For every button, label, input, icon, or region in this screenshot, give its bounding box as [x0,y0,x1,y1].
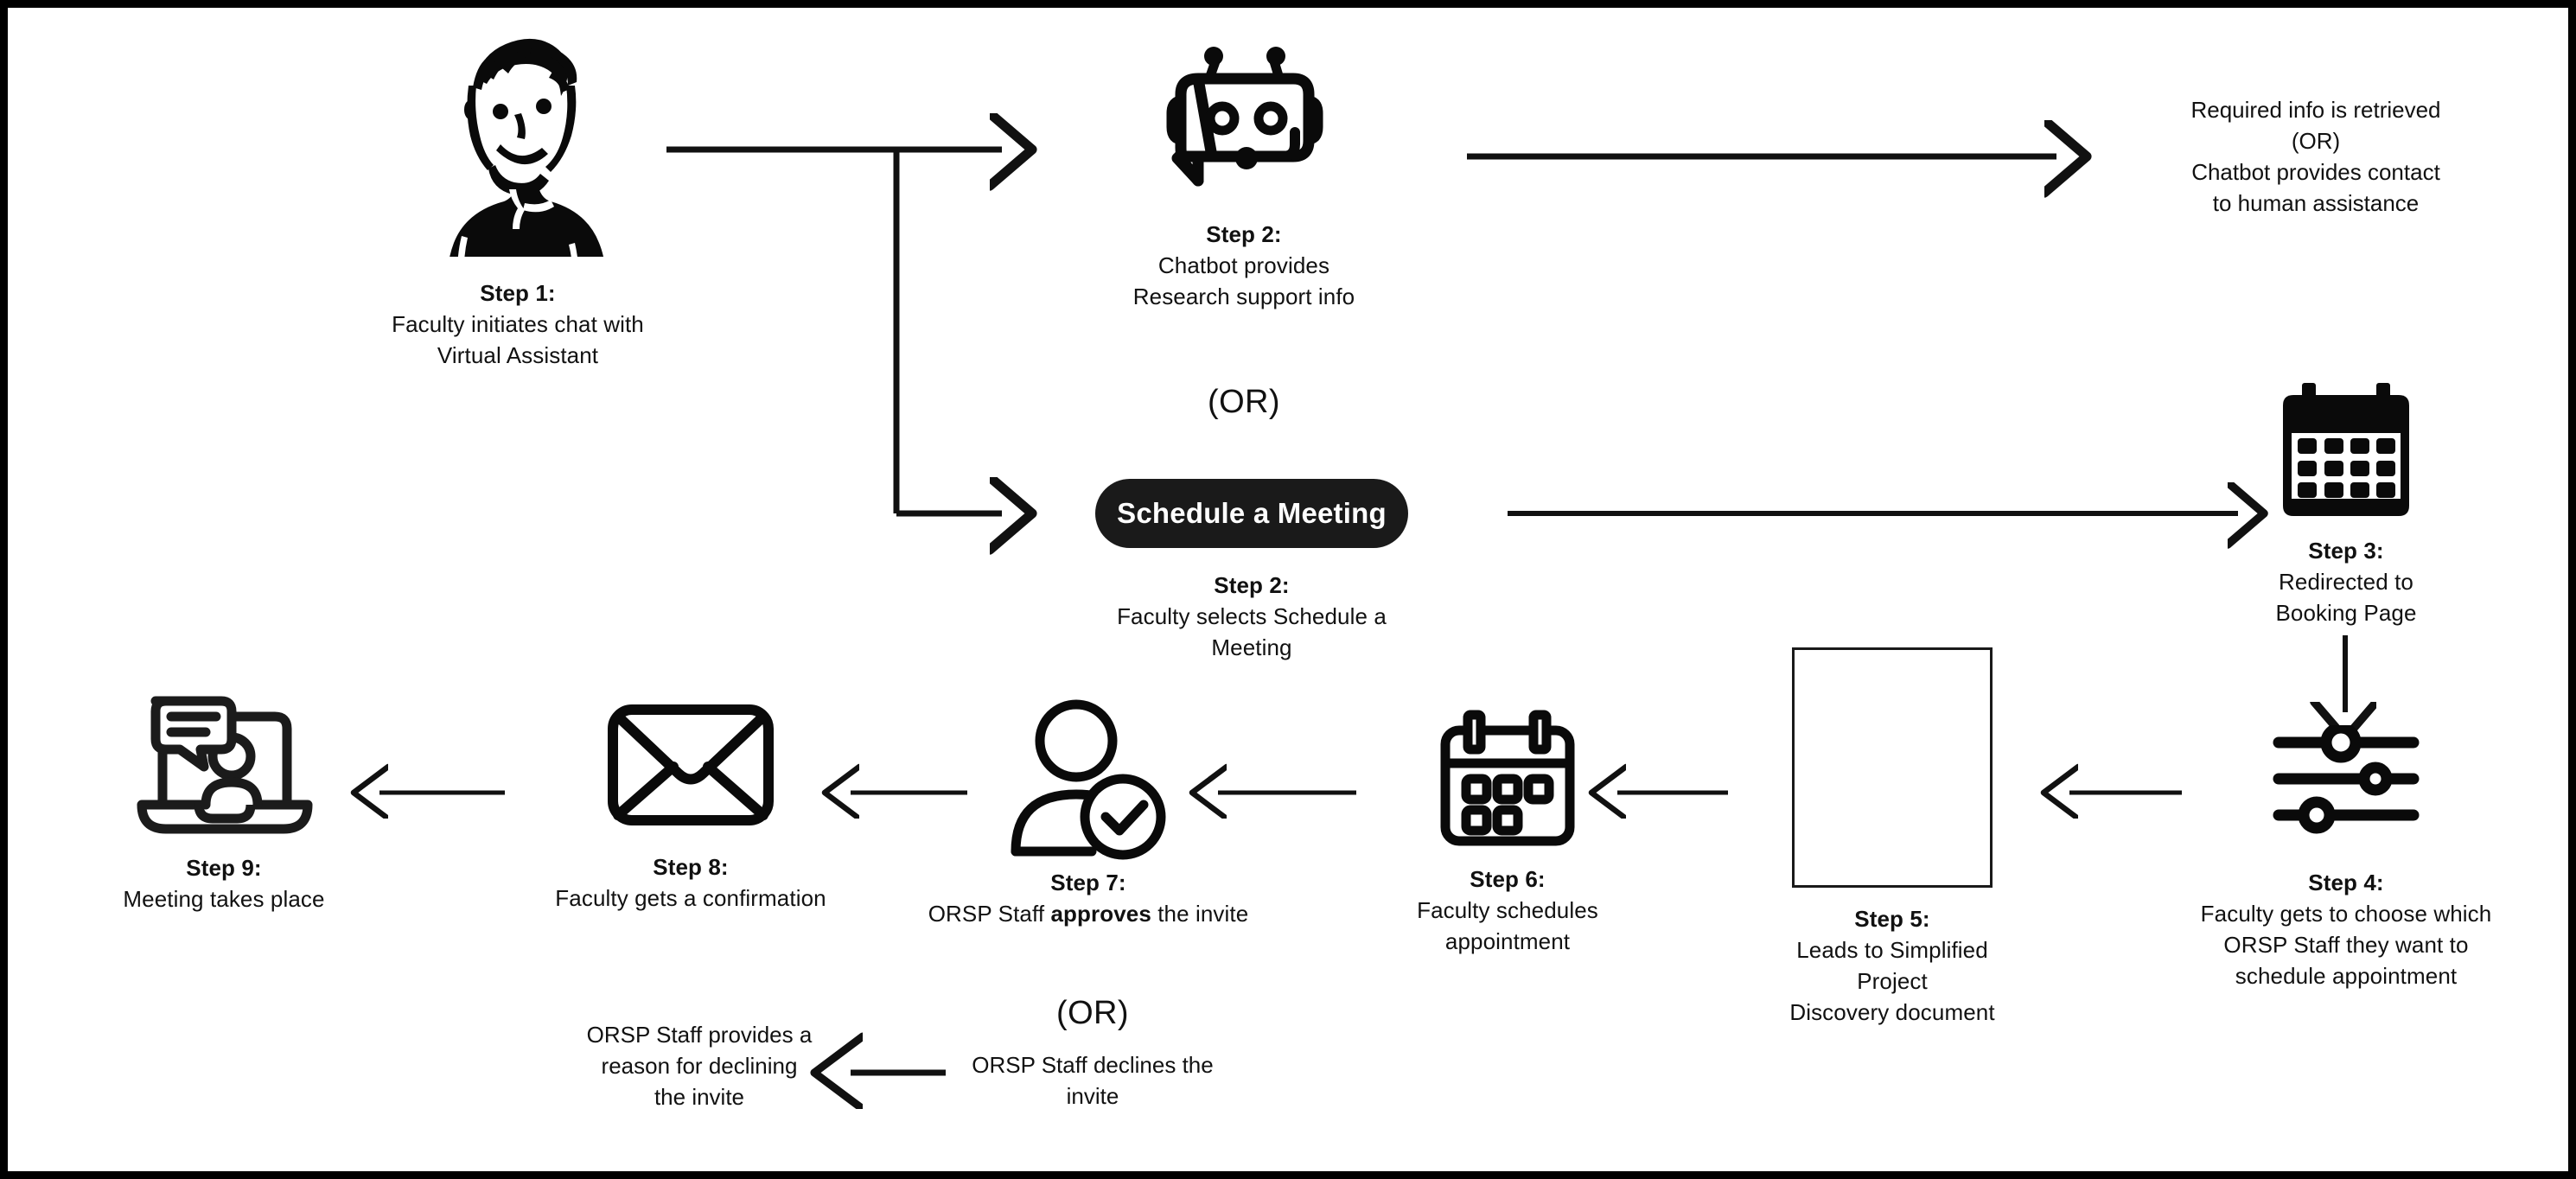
step3-line2: Booking Page [2275,600,2417,626]
step5-step-label: Step 5: [1854,906,1930,932]
step7-caption: Step 7: ORSP Staff approves the invite [907,867,1270,929]
step2-chatbot-caption: Step 2: Chatbot provides Research suppor… [1045,219,1443,312]
chatbot-icon [1045,42,1443,207]
node-step7: Step 7: ORSP Staff approves the invite [907,699,1270,929]
decline-reason-bold1: provides a [708,1022,813,1048]
step6-caption: Step 6: Faculty schedules appointment [1365,864,1650,957]
node-step2-chatbot: Step 2: Chatbot provides Research suppor… [1045,42,1443,312]
schedule-a-meeting-button[interactable]: Schedule a Meeting [1095,479,1408,548]
step7-step-label: Step 7: [1050,870,1126,895]
user-check-icon [907,699,1270,862]
flow-connectors [8,8,2568,1171]
step2-schedule-caption: Step 2: Faculty selects Schedule a Meeti… [1045,570,1458,663]
decline-reason-text: ORSP Staff provides a reason for declini… [561,1019,838,1112]
step7-sentence: ORSP Staff approves the invite [907,898,1270,929]
node-step5: Step 5: Leads to Simplified Project Disc… [1763,647,2022,1028]
step6-line1: Faculty schedules [1417,897,1598,923]
node-step4: Step 4: Faculty gets to choose which ORS… [2190,725,2502,991]
step3-line1: Redirected to [2279,569,2413,595]
node-step3: Step 3: Redirected to Booking Page [2221,381,2471,628]
sliders-icon [2190,725,2502,838]
node-step1: Step 1: Faculty initiates chat with Virt… [371,34,665,371]
decline-text-bold: declines [1093,1052,1176,1078]
chatbot-outcome-line3: Chatbot provides contact [2191,159,2440,185]
step2-chatbot-line2: Research support info [1132,284,1355,309]
node-step8: Step 8: Faculty gets a confirmation [526,699,855,914]
step9-caption: Step 9: Meeting takes place [77,852,371,915]
step4-step-label: Step 4: [2308,870,2384,895]
step3-caption: Step 3: Redirected to Booking Page [2221,535,2471,628]
step4-caption: Step 4: Faculty gets to choose which ORS… [2190,867,2502,991]
step6-line2: appointment [1444,928,1571,954]
calendar-outline-icon [1365,710,1650,855]
step1-line2: Virtual Assistant [437,342,599,368]
node-step6: Step 6: Faculty schedules appointment [1365,710,1650,957]
step6-step-label: Step 6: [1470,866,1546,892]
decline-line2: invite [1066,1083,1119,1109]
step1-line1: Faculty initiates chat with [392,311,644,337]
step5-line2: Discovery document [1789,999,1995,1025]
step4-line2: ORSP Staff they want to [2223,932,2469,958]
step1-caption: Step 1: Faculty initiates chat with Virt… [371,277,665,371]
laptop-meeting-icon [77,691,371,842]
document-outline-icon [1792,647,1993,888]
step7-text-pre: ORSP Staff [928,901,1051,927]
step8-caption: Step 8: Faculty gets a confirmation [526,851,855,914]
step2-schedule-line2: Meeting [1211,634,1292,660]
chatbot-outcome-text: Required info is retrieved (OR) Chatbot … [2100,94,2532,219]
step2-chatbot-step-label: Step 2: [1206,221,1282,247]
decline-text-pre: ORSP Staff [972,1052,1094,1078]
step7-text-post: the invite [1151,901,1249,927]
step2-chatbot-line1: Chatbot provides [1157,252,1330,278]
decline-line1: ORSP Staff declines the [963,1049,1222,1080]
step8-step-label: Step 8: [653,854,729,880]
envelope-icon [526,699,855,838]
step2-schedule-line1: Faculty selects Schedule a [1117,603,1387,629]
step3-step-label: Step 3: [2308,538,2384,564]
chatbot-outcome-or: (OR) [2291,128,2341,154]
step4-line3: schedule appointment [2235,963,2458,989]
step5-caption: Step 5: Leads to Simplified Project Disc… [1763,903,2022,1028]
faculty-person-illustration [371,34,665,258]
decline-text: ORSP Staff declines the invite [963,1049,1222,1112]
decline-reason-line1: ORSP Staff provides a [561,1019,838,1050]
step9-step-label: Step 9: [186,855,262,881]
step9-line1: Meeting takes place [123,886,325,912]
step5-line1: Leads to Simplified Project [1796,937,1988,994]
step4-line1: Faculty gets to choose which [2200,901,2492,927]
decline-reason-line3: the invite [654,1084,745,1110]
step8-line1: Faculty gets a confirmation [555,885,826,911]
diagram-frame: Step 1: Faculty initiates chat with Virt… [8,8,2568,1171]
decline-reason-pre: ORSP Staff [586,1022,709,1048]
step7-text-bold: approves [1050,901,1151,927]
chatbot-outcome-line4: to human assistance [2212,190,2420,216]
step2-schedule-step-label: Step 2: [1214,572,1290,598]
or-label-top: (OR) [1208,384,1280,420]
node-step9: Step 9: Meeting takes place [77,691,371,915]
chatbot-outcome-line1: Required info is retrieved [2190,97,2441,123]
step1-step-label: Step 1: [480,280,556,306]
decline-reason-bold2: reason for declining [601,1053,798,1079]
decline-text-post: the [1176,1052,1214,1078]
or-label-bottom: (OR) [1056,995,1129,1031]
calendar-filled-icon [2221,381,2471,528]
